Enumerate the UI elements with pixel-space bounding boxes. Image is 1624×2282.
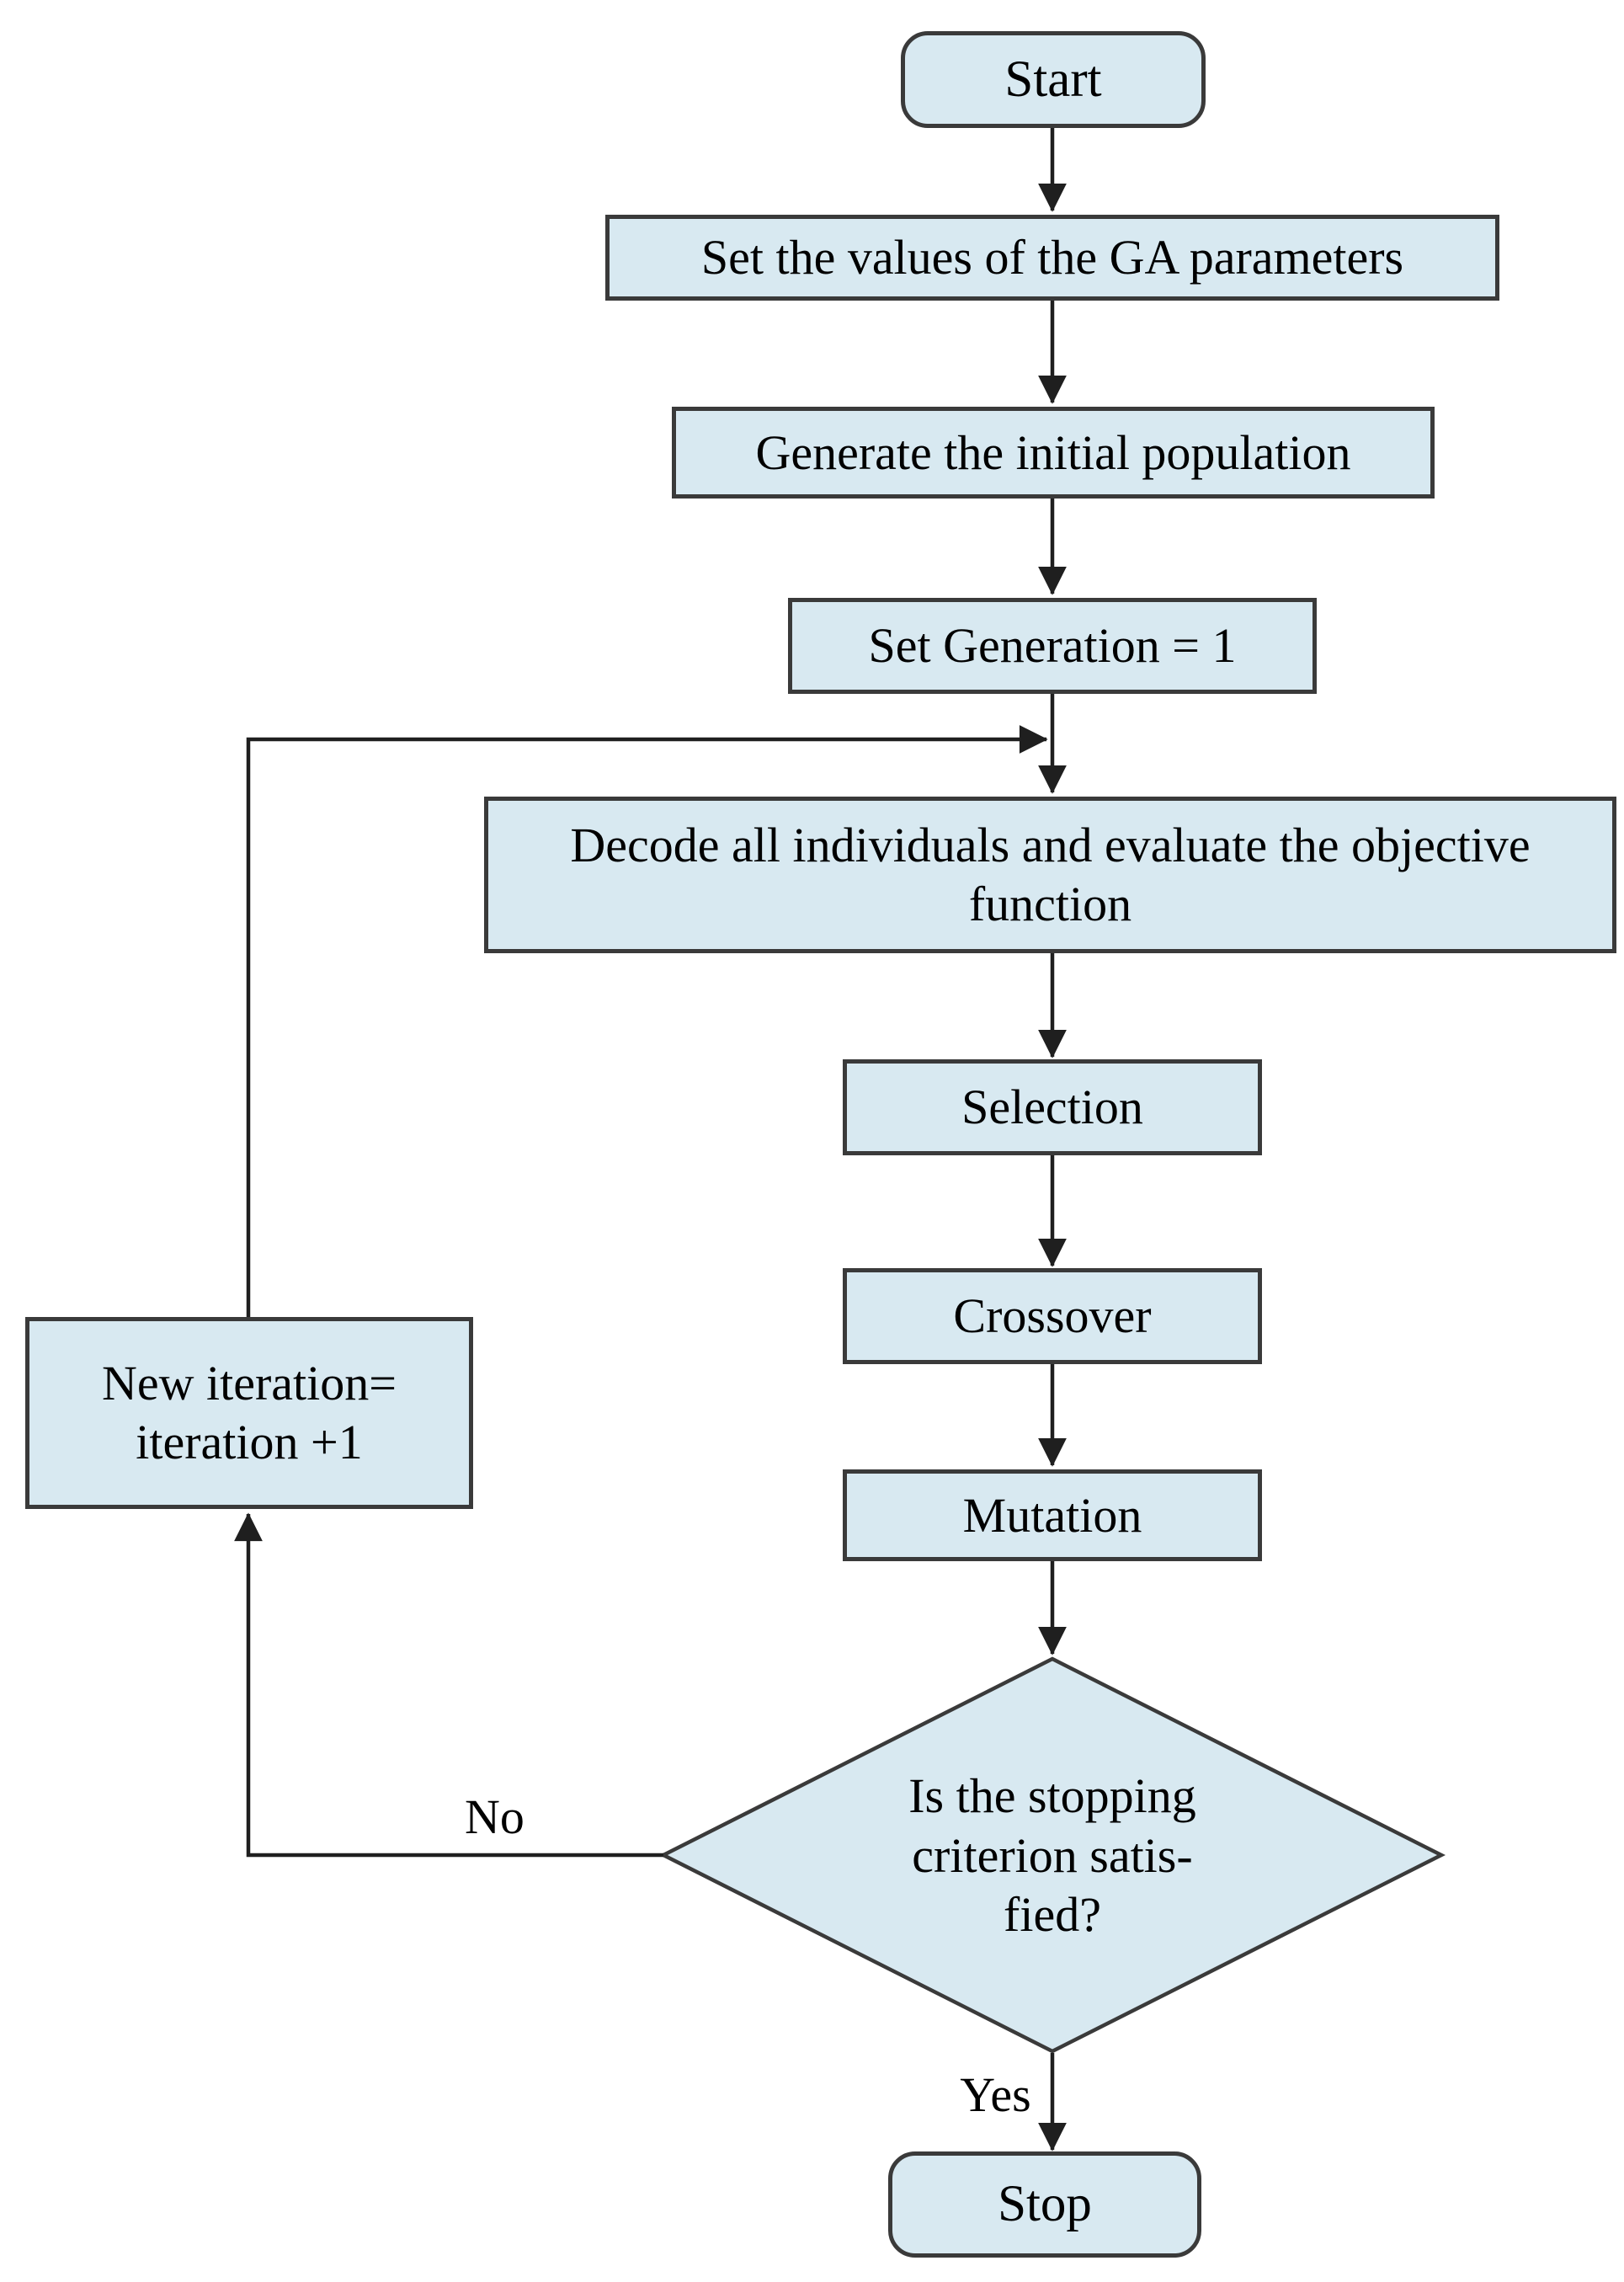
edge-label-no-text: No [465,1789,524,1845]
decision-diamond-shape [659,1656,1446,2054]
node-stop-label: Stop [998,2176,1092,2233]
node-start: Start [901,31,1206,128]
node-mutation-label: Mutation [962,1487,1142,1543]
node-new-iteration-label: New iteration= iteration +1 [102,1356,397,1469]
node-decode-evaluate: Decode all individuals and evaluate the … [484,797,1616,953]
node-selection-label: Selection [961,1080,1143,1135]
node-start-label: Start [1004,51,1102,108]
no-branch-line [234,1512,663,1858]
loop-return-line [246,725,1048,1317]
node-crossover: Crossover [843,1268,1262,1364]
node-stopping-decision-label: Is the stopping criterion satis- fied? [908,1767,1196,1943]
node-new-iteration: New iteration= iteration +1 [25,1317,473,1509]
node-set-params: Set the values of the GA parameters [605,215,1499,301]
node-decode-evaluate-label: Decode all individuals and evaluate the … [570,818,1531,931]
node-generate-population-label: Generate the initial population [755,424,1351,480]
edge-label-no: No [425,1787,564,1847]
node-stopping-decision: Is the stopping criterion satis- fied? [800,1758,1305,1954]
node-set-params-label: Set the values of the GA parameters [700,230,1404,285]
node-stop: Stop [888,2151,1201,2258]
node-generate-population: Generate the initial population [672,407,1435,499]
node-set-generation: Set Generation = 1 [788,598,1317,694]
node-crossover-label: Crossover [953,1288,1152,1344]
edge-label-yes: Yes [926,2065,1065,2125]
node-mutation: Mutation [843,1469,1262,1561]
edge-label-yes-text: Yes [960,2067,1031,2123]
node-selection: Selection [843,1059,1262,1155]
node-set-generation-label: Set Generation = 1 [868,618,1237,674]
